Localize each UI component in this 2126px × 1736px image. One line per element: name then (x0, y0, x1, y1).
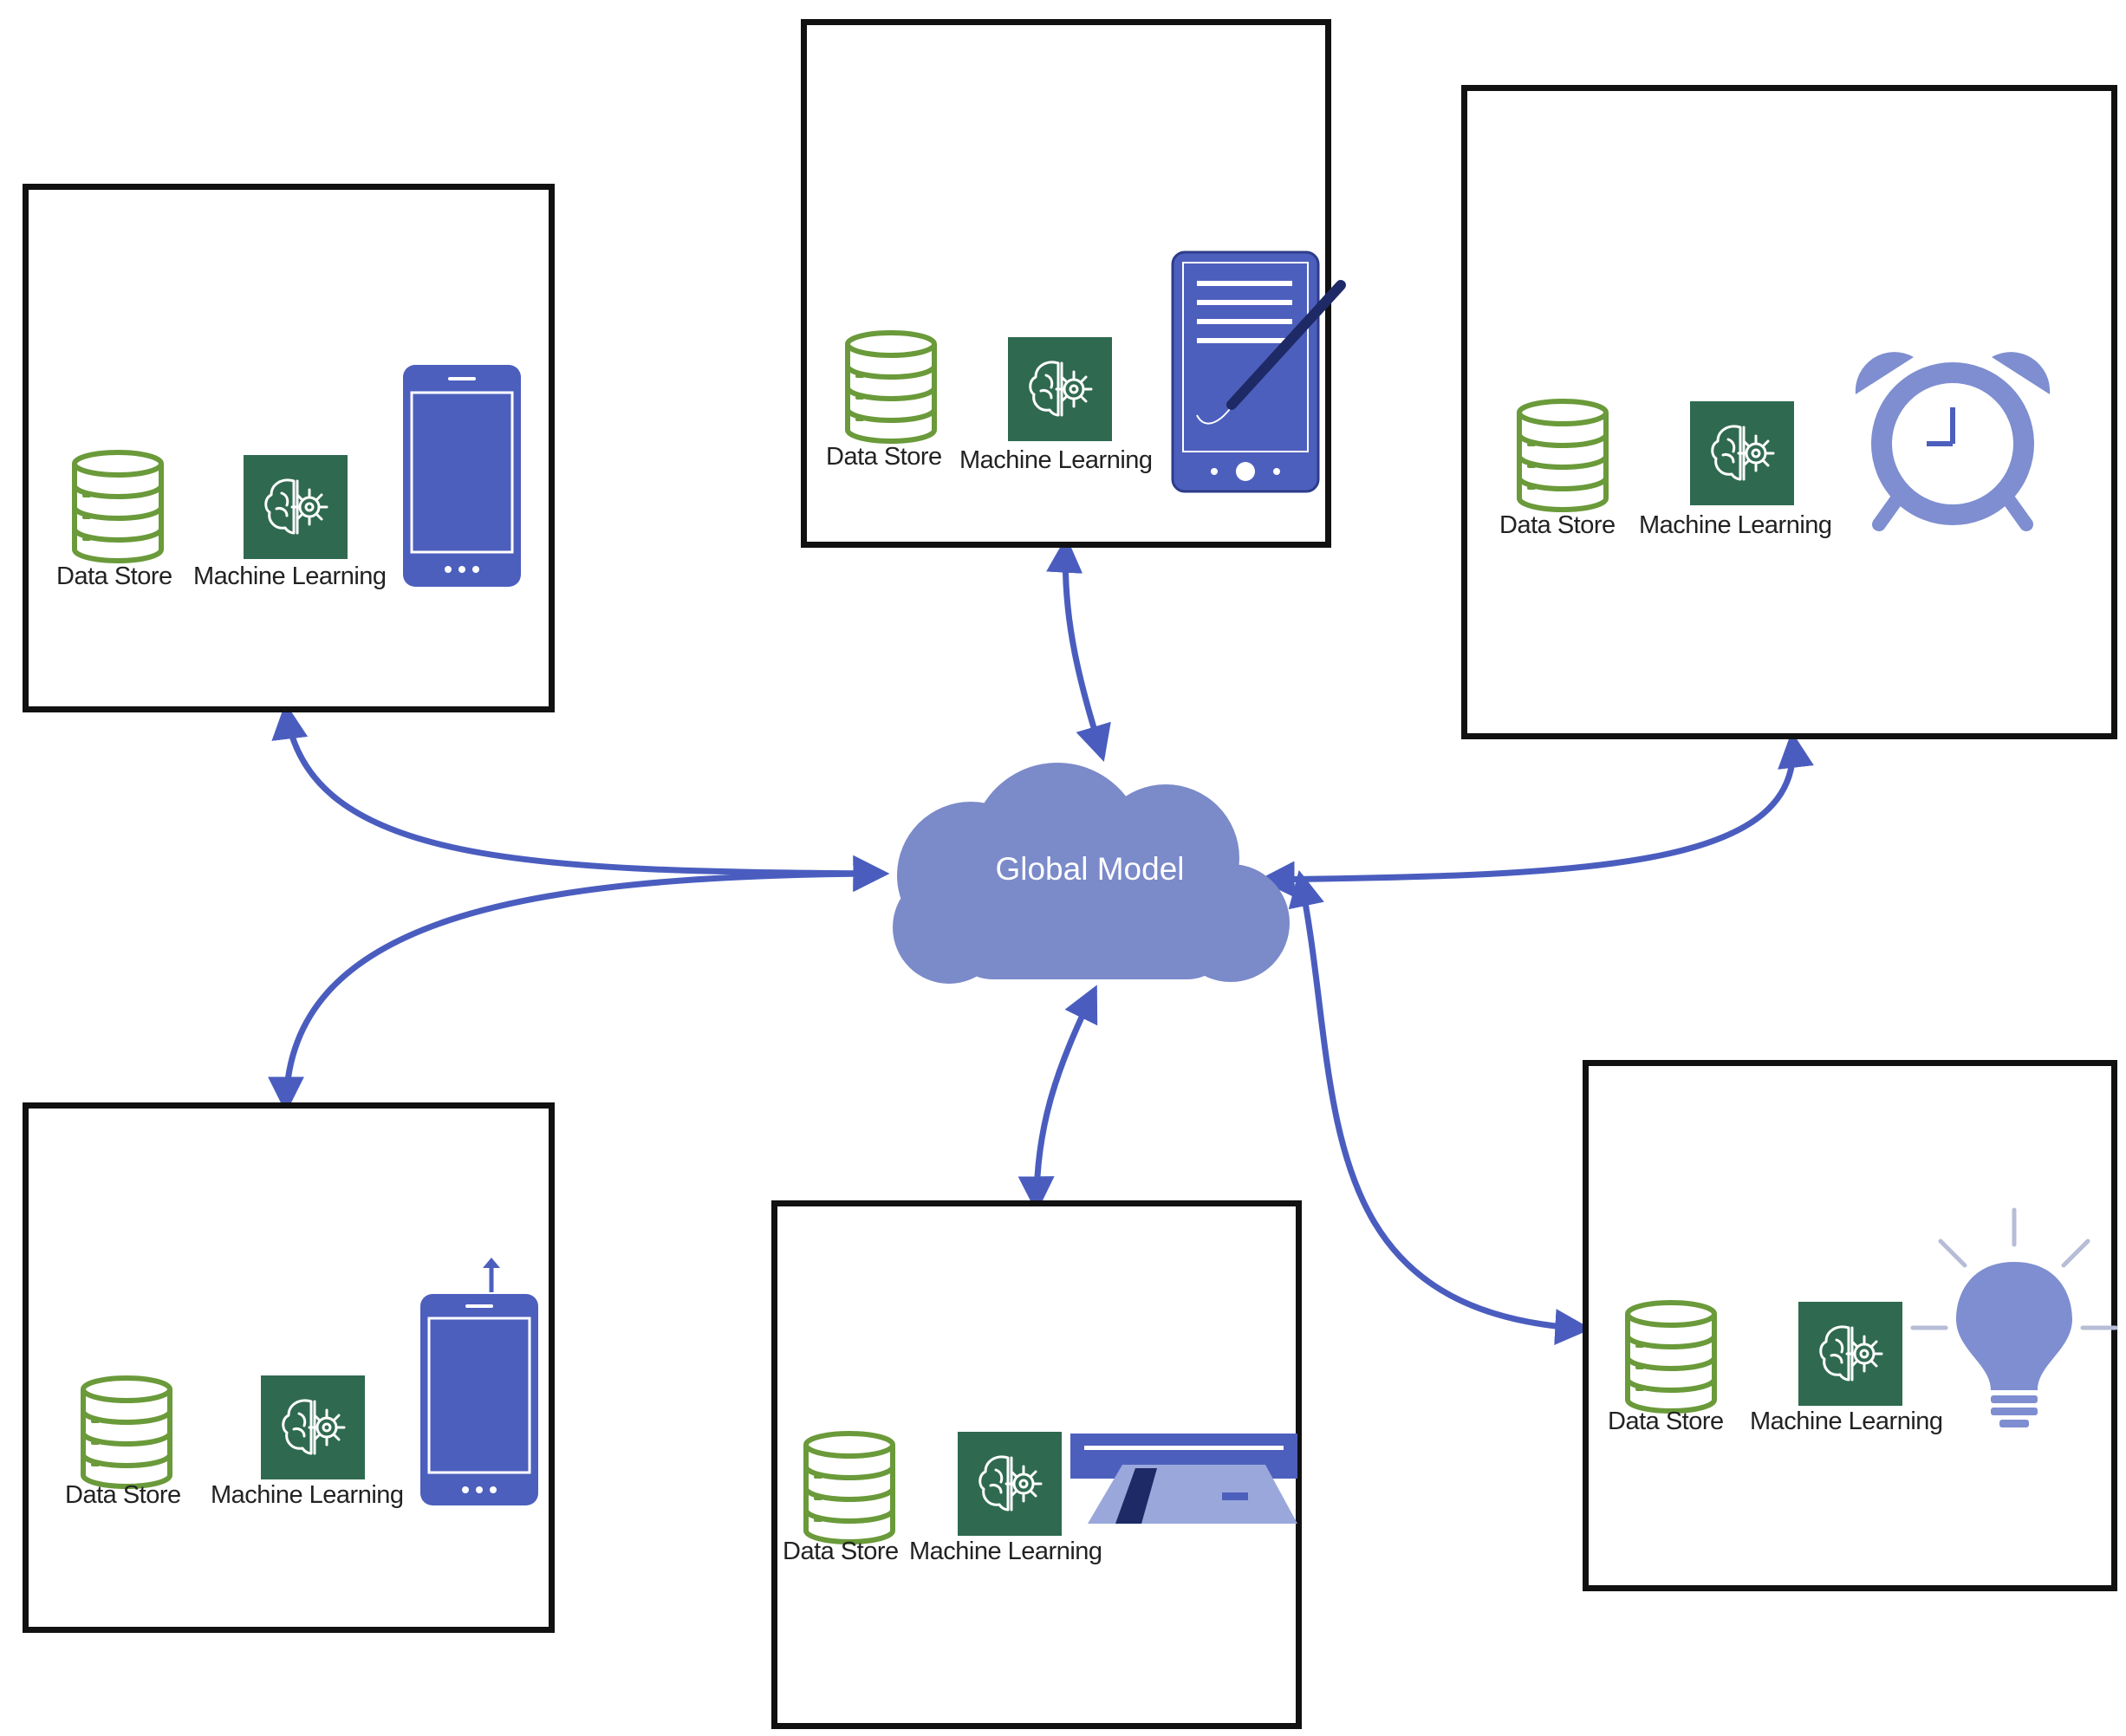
database-icon (79, 1374, 174, 1491)
machine-learning (261, 1375, 365, 1479)
client-node-bottom-left: Data Store Machine Learning (23, 1102, 555, 1633)
arrow-bottom-right (1288, 869, 1592, 1345)
data-store (70, 448, 166, 565)
machine-learning (1008, 337, 1112, 441)
arrow-top-left (271, 702, 890, 892)
database-icon (1623, 1298, 1719, 1415)
brain-gear-icon (244, 455, 348, 559)
data-store (1623, 1298, 1719, 1415)
data-store (843, 328, 939, 445)
client-node-top-left: Data Store Machine Learning (23, 184, 555, 712)
tablet-stylus-icon (1171, 250, 1346, 493)
client-node-top-center: Data Store Machine Learning (801, 19, 1346, 548)
device (1070, 1434, 1297, 1525)
device (401, 363, 523, 588)
data-store-label: Data Store (1608, 1408, 1724, 1435)
machine-learning-label: Machine Learning (193, 562, 387, 590)
data-store-label: Data Store (1499, 511, 1616, 539)
machine-learning-label: Machine Learning (959, 446, 1153, 474)
data-store (802, 1429, 897, 1546)
brain-gear-icon (1798, 1302, 1902, 1406)
arrow-top-right (1258, 731, 1814, 898)
machine-learning-label: Machine Learning (1639, 511, 1832, 539)
device (1849, 347, 2057, 537)
database-icon (802, 1429, 897, 1546)
brain-gear-icon (1008, 337, 1112, 441)
data-store (1515, 397, 1610, 514)
cloud-icon (893, 763, 1290, 984)
cloud-label: Global Model (995, 851, 1185, 887)
machine-learning-label: Machine Learning (211, 1481, 404, 1509)
machine-learning-label: Machine Learning (1750, 1408, 1943, 1435)
client-node-bottom-right: Data Store Machine Learning (1583, 1060, 2118, 1591)
arrow-bottom-left (268, 855, 890, 1114)
database-icon (70, 448, 166, 565)
client-node-bottom-center: Data Store Machine Learning (771, 1200, 1302, 1729)
brain-gear-icon (261, 1375, 365, 1479)
data-store-label: Data Store (56, 562, 172, 590)
alarm-clock-icon (1855, 352, 2051, 531)
smartphone-upload-icon (420, 1258, 538, 1505)
data-store-label: Data Store (826, 443, 942, 471)
data-store-label: Data Store (65, 1481, 181, 1509)
arrow-top-center (1046, 536, 1111, 763)
machine-learning (244, 455, 348, 559)
arrow-bottom-center (1017, 985, 1098, 1213)
database-icon (843, 328, 939, 445)
device (419, 1256, 540, 1507)
machine-learning (1798, 1302, 1902, 1406)
global-model-cloud: Global Model (875, 754, 1304, 997)
data-store-label: Data Store (783, 1538, 899, 1565)
brain-gear-icon (958, 1432, 1062, 1536)
client-node-top-right: Data Store Machine Learning (1461, 85, 2117, 739)
smartphone-icon (403, 365, 521, 587)
database-icon (1515, 397, 1610, 514)
device (1910, 1206, 2118, 1440)
machine-learning (958, 1432, 1062, 1536)
data-store (79, 1374, 174, 1491)
light-bulb-icon (1910, 1207, 2118, 1427)
card-reader-icon (1070, 1434, 1297, 1524)
brain-gear-icon (1690, 401, 1794, 505)
device (1171, 250, 1346, 502)
machine-learning-label: Machine Learning (909, 1538, 1102, 1565)
machine-learning (1690, 401, 1794, 505)
